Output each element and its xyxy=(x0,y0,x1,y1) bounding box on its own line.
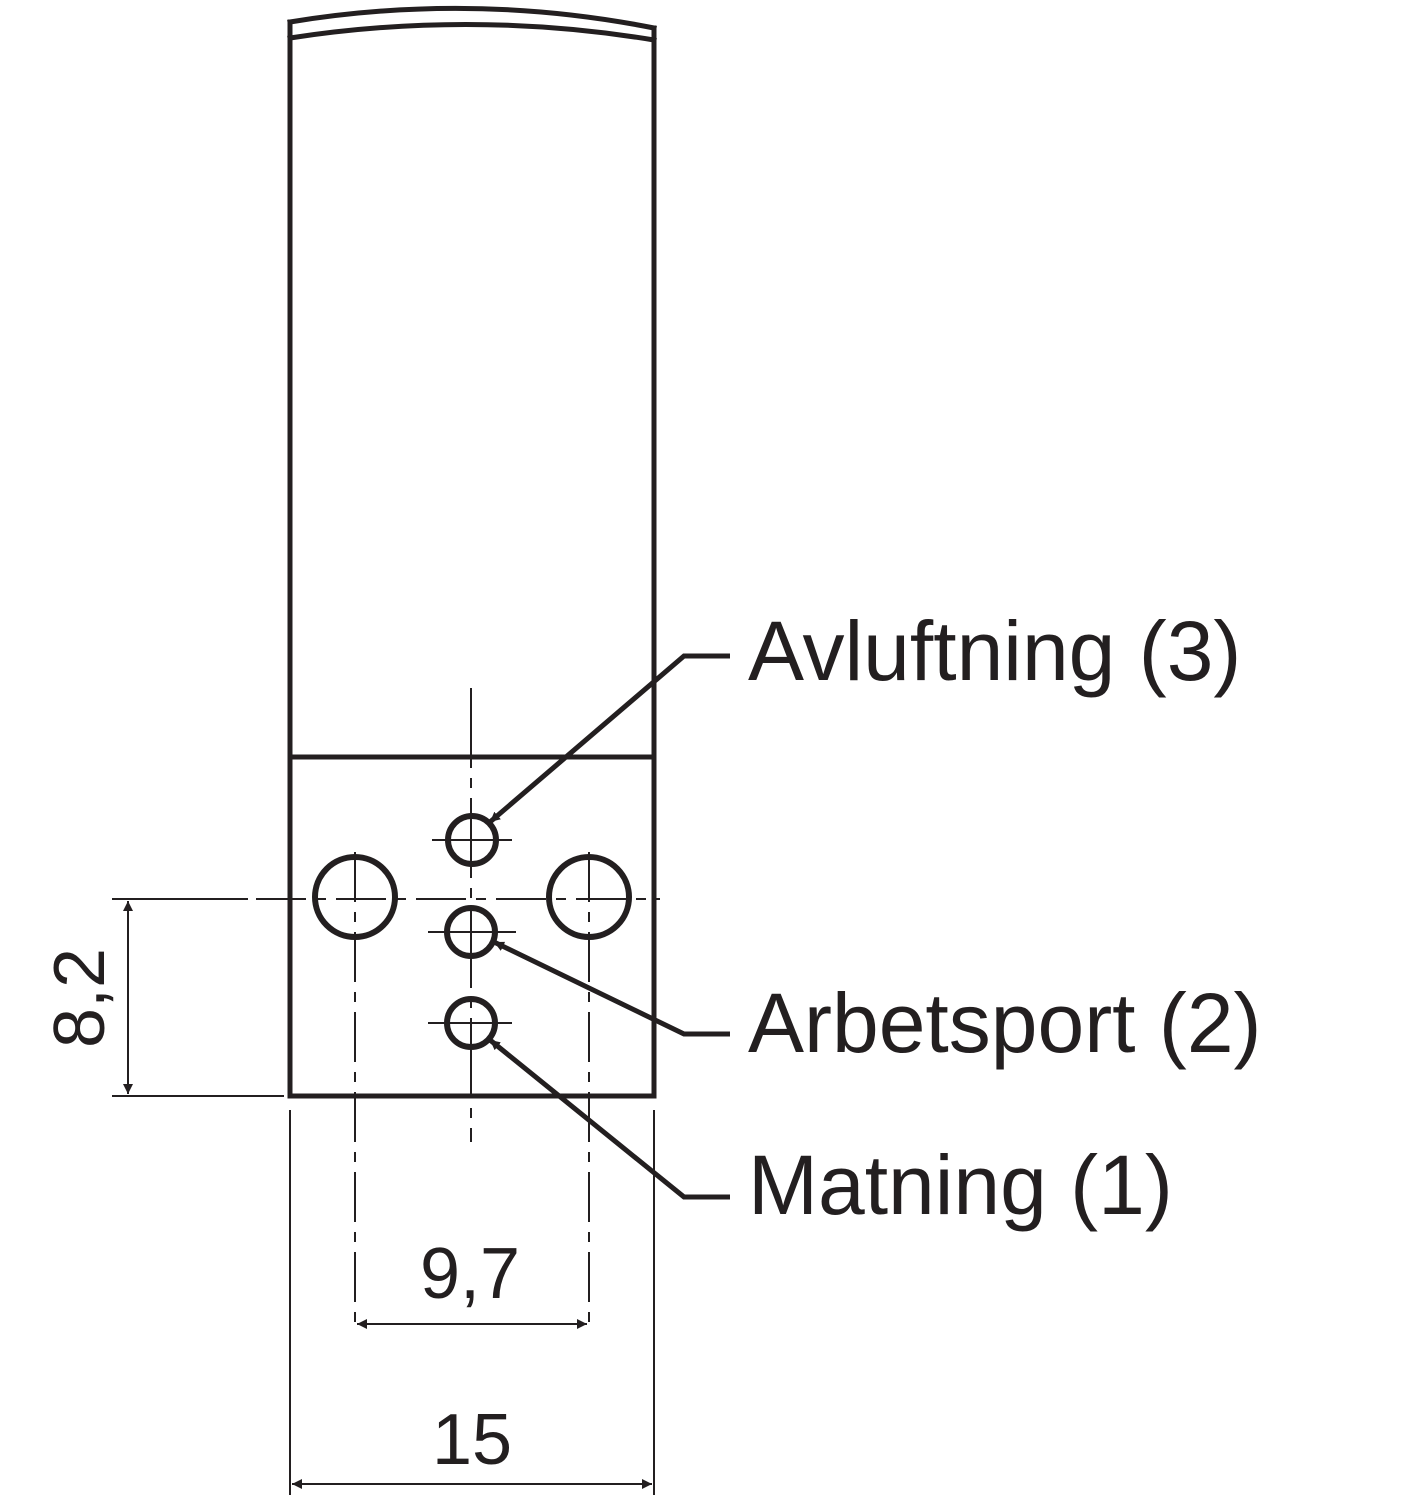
left-mounting-hole xyxy=(312,854,398,940)
exhaust-port-hole xyxy=(445,813,499,867)
width-dimension xyxy=(289,1110,655,1495)
callout-leaders xyxy=(488,653,730,1200)
supply-port-hole xyxy=(444,996,498,1050)
working-port-hole xyxy=(444,905,498,959)
hole-spacing-label: 9,7 xyxy=(420,1234,520,1314)
width-dimension-label: 15 xyxy=(432,1400,512,1480)
height-dimension xyxy=(112,898,284,1097)
valve-body-top-arc-inner xyxy=(287,22,657,43)
working-port-label: Arbetsport (2) xyxy=(748,976,1262,1070)
supply-port-label: Matning (1) xyxy=(748,1138,1173,1232)
center-lines xyxy=(256,688,660,1330)
working-leader xyxy=(492,939,730,1037)
exhaust-leader xyxy=(488,653,730,824)
supply-leader xyxy=(488,1038,730,1200)
holes xyxy=(312,813,632,1050)
valve-body-top-arc xyxy=(287,5,657,31)
exhaust-port-label: Avluftning (3) xyxy=(748,604,1241,698)
right-mounting-hole xyxy=(546,854,632,940)
height-dimension-label: 8,2 xyxy=(40,948,120,1048)
